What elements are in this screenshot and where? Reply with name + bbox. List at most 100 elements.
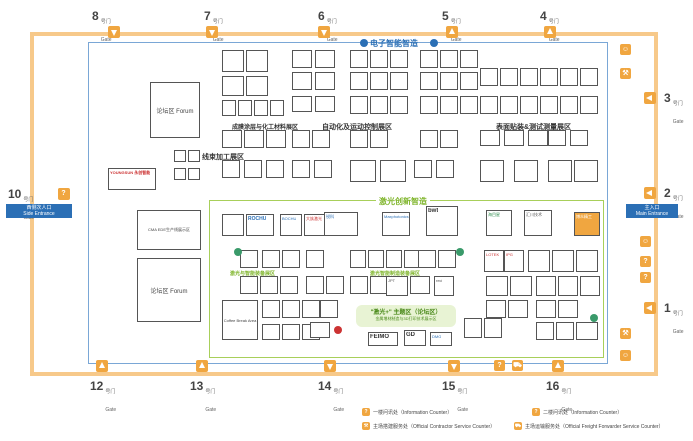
booth[interactable] xyxy=(380,160,406,182)
booth[interactable] xyxy=(560,68,578,86)
booth[interactable] xyxy=(556,322,574,340)
booth[interactable] xyxy=(222,76,244,96)
booth[interactable] xyxy=(270,100,284,116)
booth[interactable] xyxy=(390,72,408,90)
booth[interactable] xyxy=(188,150,200,162)
booth[interactable] xyxy=(370,96,388,114)
cma-area[interactable]: CMA EDE生产线展示区 xyxy=(137,210,201,250)
booth[interactable] xyxy=(420,72,438,90)
booth[interactable] xyxy=(414,160,432,178)
booth-ipg[interactable]: IPG xyxy=(504,250,524,272)
booth-youngsun[interactable]: YOUNGSUN 永创智能 xyxy=(108,168,156,190)
booth[interactable] xyxy=(508,300,528,318)
forum-top[interactable]: 论坛区 Forum xyxy=(150,82,200,138)
booth[interactable] xyxy=(370,130,388,148)
booth[interactable] xyxy=(370,50,388,68)
booth[interactable] xyxy=(540,68,558,86)
booth[interactable] xyxy=(246,50,268,72)
booth-feimo[interactable]: FEIMO xyxy=(368,332,398,346)
booth[interactable] xyxy=(240,250,258,268)
booth[interactable] xyxy=(240,276,258,294)
laser-forum-area[interactable]: "激光+" 主题区（论坛区） 金属增材制造与3D打印技术展示区 xyxy=(356,305,456,327)
booth[interactable] xyxy=(560,96,578,114)
booth[interactable] xyxy=(222,160,240,178)
booth[interactable] xyxy=(310,322,330,338)
booth[interactable] xyxy=(510,276,532,296)
booth[interactable] xyxy=(174,150,186,162)
booth[interactable] xyxy=(254,100,268,116)
booth-dmg[interactable]: DMG xyxy=(430,332,452,346)
booth[interactable] xyxy=(350,276,368,294)
booth[interactable] xyxy=(222,130,242,148)
booth[interactable] xyxy=(570,130,588,146)
booth[interactable] xyxy=(282,250,300,268)
forum-bottom[interactable]: 论坛区 Forum xyxy=(137,258,201,322)
booth[interactable] xyxy=(312,130,330,148)
booth[interactable] xyxy=(350,50,368,68)
booth[interactable] xyxy=(574,160,598,182)
booth[interactable] xyxy=(314,160,332,178)
booth[interactable] xyxy=(580,276,600,296)
booth[interactable] xyxy=(540,96,558,114)
coffee-area[interactable]: Coffee Break Area xyxy=(222,300,258,340)
booth[interactable] xyxy=(418,250,436,268)
booth[interactable] xyxy=(520,96,538,114)
booth[interactable] xyxy=(350,72,368,90)
booth[interactable] xyxy=(552,250,574,272)
booth[interactable] xyxy=(350,96,368,114)
booth[interactable] xyxy=(440,130,458,148)
booth-rochu[interactable]: ROCHU xyxy=(246,214,274,236)
booth-han[interactable]: 大族激光 xyxy=(304,214,326,236)
booth[interactable] xyxy=(292,130,310,148)
booth[interactable] xyxy=(486,300,506,318)
booth[interactable] xyxy=(315,96,335,112)
booth[interactable] xyxy=(576,250,598,272)
booth[interactable] xyxy=(292,96,312,112)
booth[interactable] xyxy=(238,100,252,116)
booth[interactable] xyxy=(282,300,300,318)
booth[interactable] xyxy=(306,276,324,294)
booth[interactable] xyxy=(292,72,312,90)
booth[interactable] xyxy=(188,168,200,180)
booth-weighing[interactable]: 博众精工 xyxy=(574,212,600,236)
booth[interactable] xyxy=(292,50,312,68)
booth-lotek[interactable]: LOTEK xyxy=(484,250,504,272)
booth-gd[interactable]: GD xyxy=(404,330,426,346)
booth[interactable] xyxy=(480,96,498,114)
booth-inovance[interactable]: 汇川技术 xyxy=(524,210,552,236)
booth[interactable] xyxy=(420,96,438,114)
booth[interactable] xyxy=(460,96,478,114)
booth-maxphotonics[interactable]: Maxphotonics xyxy=(382,212,410,236)
booth[interactable] xyxy=(436,160,454,178)
booth-bochu[interactable]: BOCHU xyxy=(280,214,302,236)
booth-reci[interactable]: reci xyxy=(434,276,454,296)
booth[interactable] xyxy=(440,96,458,114)
booth[interactable] xyxy=(580,96,598,114)
booth[interactable] xyxy=(266,130,286,148)
booth[interactable] xyxy=(520,68,538,86)
booth[interactable] xyxy=(504,130,524,146)
booth[interactable] xyxy=(246,76,268,96)
booth[interactable] xyxy=(386,250,402,268)
booth[interactable] xyxy=(368,250,384,268)
booth-hymson[interactable]: 海目星 xyxy=(486,210,512,236)
booth[interactable] xyxy=(558,300,578,318)
booth[interactable] xyxy=(262,250,280,268)
booth[interactable] xyxy=(528,250,550,272)
booth[interactable] xyxy=(262,324,280,340)
booth[interactable] xyxy=(484,318,502,338)
booth[interactable] xyxy=(460,50,478,68)
booth[interactable] xyxy=(536,322,554,340)
booth[interactable] xyxy=(500,96,518,114)
booth[interactable] xyxy=(438,250,456,268)
booth-raycus[interactable]: 锐科 xyxy=(324,212,358,236)
booth[interactable] xyxy=(480,68,498,86)
